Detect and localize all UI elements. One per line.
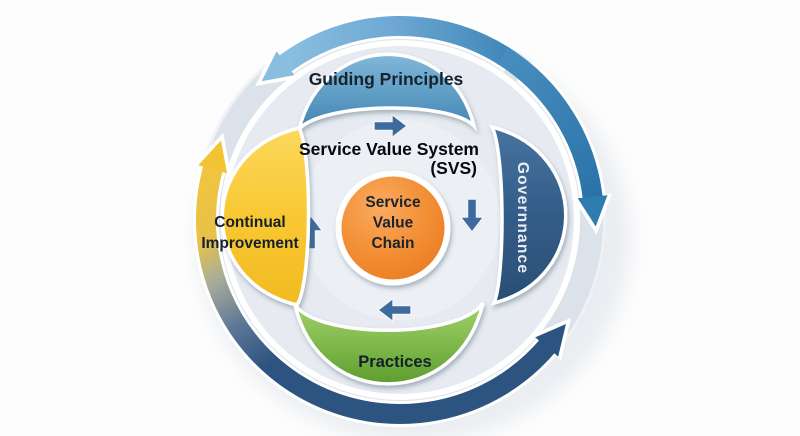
governance-label: Governnance <box>514 162 531 274</box>
continual-improvement-label-line2: Improvement <box>201 235 298 252</box>
pills <box>220 52 568 386</box>
continual-improvement-pill <box>220 125 311 307</box>
guiding-principles-pill <box>295 52 478 136</box>
guiding-principles-label: Guiding Principles <box>309 69 464 89</box>
practices-pill <box>293 301 485 386</box>
center-label-line1: Service <box>365 194 421 211</box>
right-cycle-arrow-icon <box>497 47 608 227</box>
center-label-line3: Chain <box>371 235 414 252</box>
service-value-chain-node <box>335 170 451 286</box>
arrow-down-icon <box>459 198 485 234</box>
arrow-right-icon <box>373 113 409 139</box>
svs-title: Service Value System <box>299 139 479 159</box>
arrow-left-icon <box>376 297 412 323</box>
center-label-line2: Value <box>373 215 414 232</box>
bottom-cycle-arrow-icon <box>195 140 566 424</box>
continual-improvement-label-line1: Continual <box>214 214 285 231</box>
svs-abbreviation: (SVS) <box>430 158 477 178</box>
cycle-arrows <box>192 12 612 427</box>
top-cycle-arrow-icon <box>261 15 518 82</box>
practices-label: Practices <box>358 353 431 371</box>
center-circle <box>341 176 445 280</box>
governance-pill <box>488 124 568 306</box>
